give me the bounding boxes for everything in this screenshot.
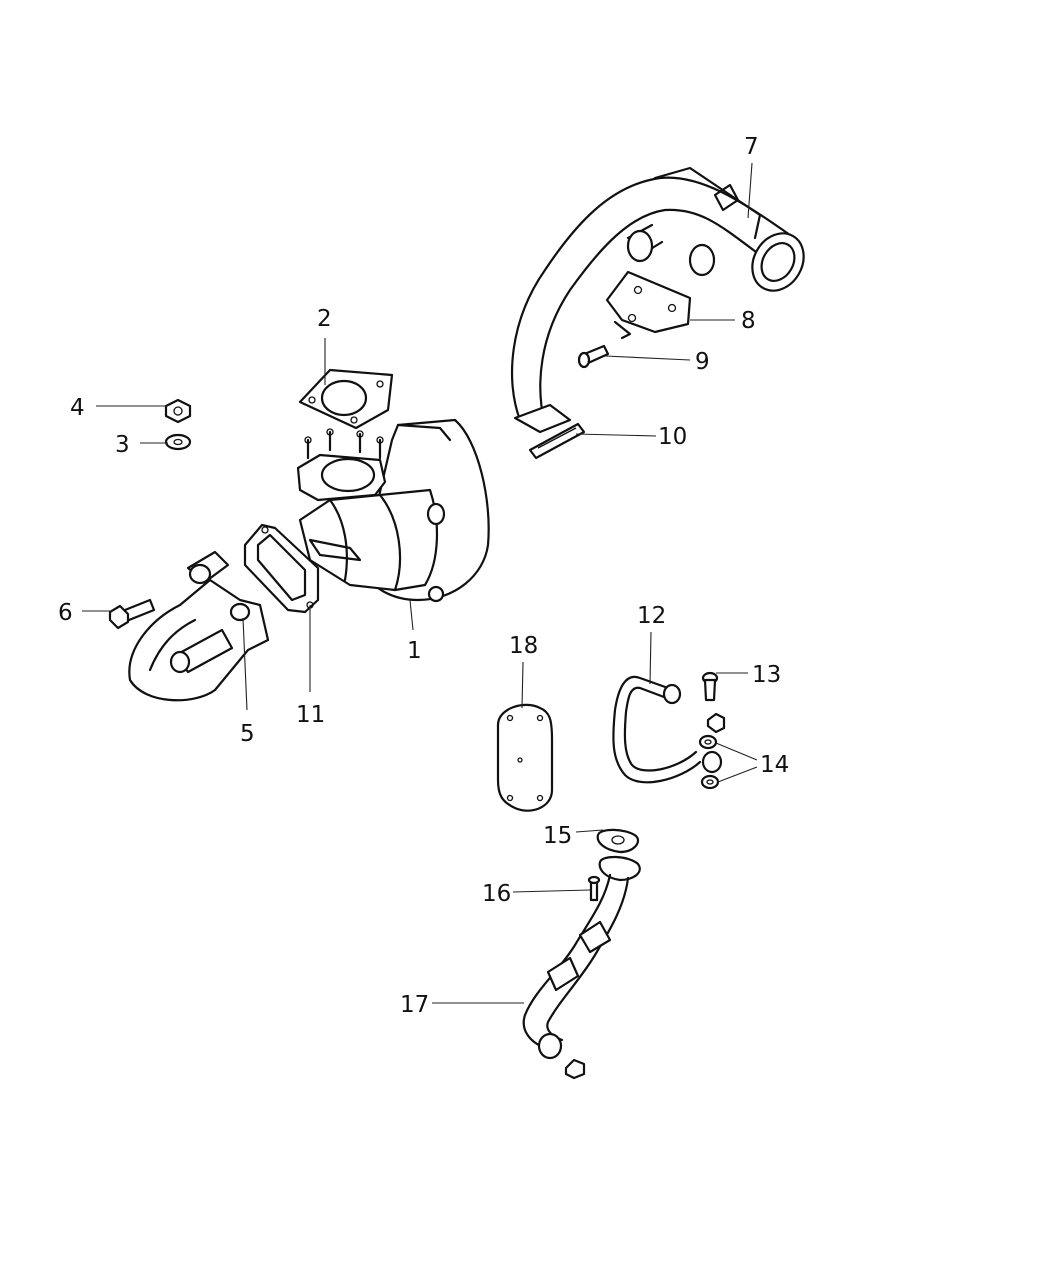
leader-16 [512,889,591,893]
callout-11: 11 [296,702,325,728]
part-12-oil-feed-line[interactable] [612,675,723,784]
part-18-cover-plate[interactable] [496,703,554,812]
callout-1: 1 [407,638,422,664]
callout-14: 14 [760,752,789,778]
part-17-oil-return-line[interactable] [522,855,641,1080]
callout-labels: 1 2 3 4 5 6 7 8 9 10 11 12 13 14 15 16 1… [58,134,789,1018]
part-3-washer[interactable] [164,433,192,451]
callout-4: 4 [70,395,85,421]
leader-12 [649,631,652,685]
leader-18 [521,661,524,709]
callout-12: 12 [637,603,666,629]
callout-9: 9 [695,349,710,375]
part-14-washers[interactable] [698,712,726,790]
part-8-bracket[interactable] [605,270,692,340]
callout-8: 8 [741,308,756,334]
callout-18: 18 [509,633,538,659]
leader-lines [82,162,758,1004]
leader-7 [747,162,753,219]
part-6-bolt[interactable] [108,598,156,630]
callout-5: 5 [240,721,255,747]
leader-5 [242,617,248,711]
leader-1 [409,599,414,631]
leader-14b [717,766,758,783]
callout-6: 6 [58,600,73,626]
leader-10 [575,433,657,437]
part-16-bolt[interactable] [587,875,601,902]
part-4-nut[interactable] [164,398,192,424]
callout-7: 7 [744,134,759,160]
callout-2: 2 [317,306,332,332]
part-1-turbocharger[interactable] [296,418,490,603]
leader-15 [575,829,604,833]
part-13-banjo-bolt[interactable] [701,671,719,702]
part-7-intake-tube[interactable] [511,166,814,434]
callout-15: 15 [543,823,572,849]
callout-17: 17 [400,992,429,1018]
callout-16: 16 [482,881,511,907]
leader-9 [604,355,691,361]
part-10-gasket[interactable] [528,422,586,460]
leader-14a [715,742,758,761]
part-11-gasket[interactable] [243,523,320,614]
callout-13: 13 [752,662,781,688]
callout-10: 10 [658,424,687,450]
part-9-bolt[interactable] [577,344,610,369]
part-2-flange-gasket[interactable] [298,368,394,430]
part-15-flange-gasket[interactable] [596,828,640,854]
callout-3: 3 [115,432,130,458]
part-5-exhaust-elbow[interactable] [128,550,270,702]
